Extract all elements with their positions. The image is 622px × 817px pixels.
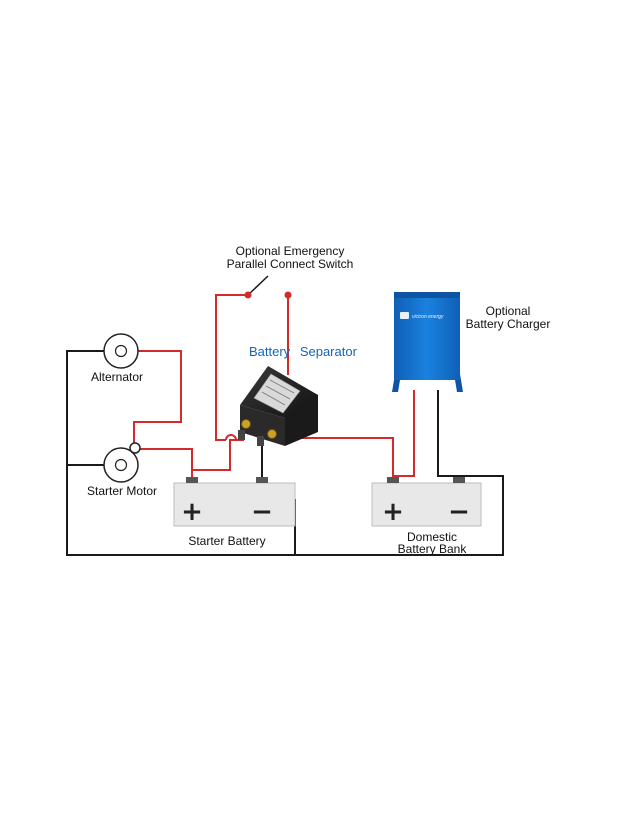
charger-label-line1: Optional: [486, 304, 531, 318]
switch-label-line1: Optional Emergency: [236, 244, 345, 258]
starter-battery-negative-post: [256, 477, 268, 483]
separator-label: Battery Separator: [249, 344, 358, 359]
separator-output-terminal: [267, 429, 277, 439]
starter-battery-label: Starter Battery: [188, 534, 265, 548]
positive-wiring: [133, 294, 415, 480]
starter-battery-positive-post: [186, 477, 198, 483]
plate-line: [269, 379, 295, 394]
separator-label-word2: Separator: [300, 344, 358, 359]
domestic-battery-case: [371, 482, 482, 527]
domestic-battery-positive-sign: +: [382, 497, 404, 527]
switch-left-lead: [215, 294, 246, 441]
charger-body: [394, 292, 460, 380]
charger-brand-text: victron energy: [412, 314, 444, 320]
ground-loop-wire: [66, 350, 504, 556]
separator-label-word1: Battery: [249, 344, 291, 359]
starter-motor-positive-wire: [140, 448, 193, 480]
charger-label-line2: Battery Charger: [466, 317, 551, 331]
starter-motor-terminal: [129, 442, 141, 454]
domestic-label-line2: Battery Bank: [398, 542, 468, 556]
domestic-battery-negative-post: [453, 477, 465, 483]
domestic-battery-positive-post: [387, 477, 399, 483]
separator-label-plate: [253, 373, 301, 414]
alternator: [103, 333, 139, 369]
plate-line: [265, 385, 291, 400]
switch-contact-left: [244, 291, 252, 299]
domestic-label-line1: Domestic: [407, 530, 457, 544]
starter-battery: + −: [173, 477, 296, 527]
starter-motor-label: Starter Motor: [87, 484, 157, 498]
switch-contact-right: [284, 291, 292, 299]
separator-mount-left: [238, 430, 245, 440]
starter-battery-negative-sign: −: [251, 497, 273, 527]
separator-mount-right: [257, 436, 264, 446]
separator-input-terminal: [241, 419, 251, 429]
charger-logo-badge: [400, 312, 409, 319]
starter-motor-hub: [114, 458, 128, 472]
plate-line: [261, 391, 286, 406]
emergency-parallel-switch: [244, 275, 292, 299]
charger-positive-wire: [393, 390, 415, 477]
switch-label-line2: Parallel Connect Switch: [227, 257, 354, 271]
starter-battery-case: [173, 482, 296, 527]
battery-separator: [238, 366, 318, 446]
domestic-battery-bank: + −: [371, 477, 482, 527]
charger-top-band: [394, 292, 460, 298]
domestic-battery-negative-sign: −: [448, 497, 470, 527]
alternator-hub: [114, 344, 128, 358]
switch-left-lead-hop: [225, 434, 243, 441]
battery-charger: victron energy: [392, 292, 463, 392]
alternator-label: Alternator: [91, 370, 143, 384]
separator-to-domestic-wire: [272, 437, 394, 480]
starter-battery-positive-sign: +: [181, 497, 203, 527]
charger-negative-wire: [437, 390, 459, 477]
switch-lever: [247, 275, 269, 296]
starter-battery-to-separator-wire: [192, 420, 244, 471]
alternator-positive-wire: [133, 350, 182, 446]
starter-motor: [103, 442, 141, 483]
